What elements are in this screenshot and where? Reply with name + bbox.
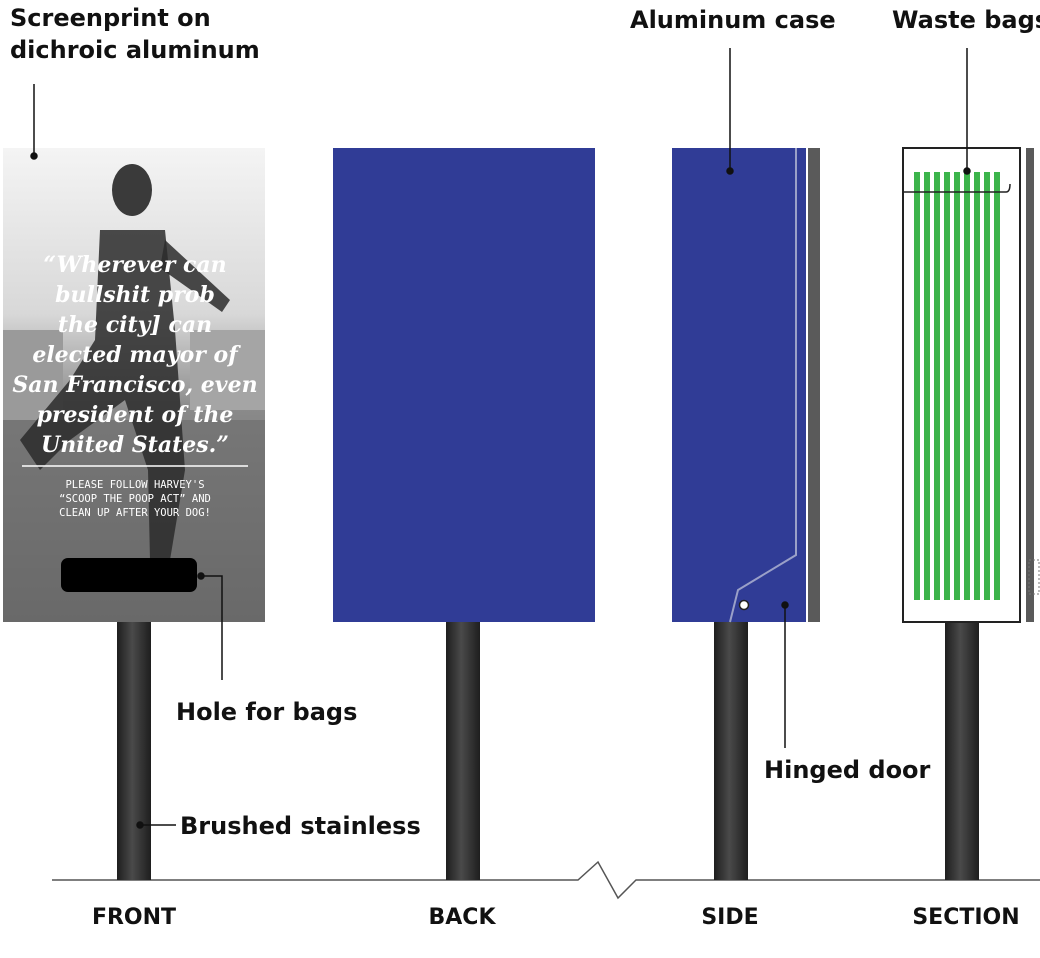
quote-line: president of the: [37, 402, 234, 428]
view-label-front: FRONT: [91, 905, 177, 930]
bag-rod: [903, 183, 1011, 193]
callout-bags: Waste bags: [892, 6, 1040, 34]
back-post: [446, 618, 480, 880]
view-label-back: BACK: [428, 905, 496, 930]
notice-line: CLEAN UP AFTER YOUR DOG!: [59, 507, 211, 519]
view-label-section: SECTION: [912, 905, 1020, 930]
hinge-screw: [738, 599, 750, 611]
side-post: [714, 618, 748, 880]
callout-screenprint-line1: Screenprint on: [10, 4, 211, 32]
quote-line: bullshit prob: [55, 282, 215, 308]
notice-line: PLEASE FOLLOW HARVEY'S: [65, 479, 204, 491]
quote-line: elected mayor of: [32, 342, 241, 368]
quote-line: United States.”: [41, 432, 229, 458]
notice-line: “SCOOP THE POOP ACT” AND: [59, 493, 211, 505]
leader-hole: [201, 575, 223, 680]
callout-screenprint-line2: dichroic aluminum: [10, 36, 260, 64]
front-panel: “Wherever can bullshit prob the city] ca…: [3, 148, 265, 622]
front-post: [117, 618, 151, 880]
view-label-side: SIDE: [701, 905, 759, 930]
section-case: [902, 147, 1040, 623]
waste-bags: [914, 172, 1000, 600]
bag-hole: [61, 558, 197, 592]
callout-case: Aluminum case: [630, 6, 836, 34]
callout-hole: Hole for bags: [176, 698, 358, 726]
quote-line: “Wherever can: [43, 252, 226, 278]
callout-screenprint: Screenprint on dichroic aluminum: [10, 2, 260, 66]
back-panel: [333, 148, 595, 622]
callout-door: Hinged door: [764, 756, 931, 784]
callout-post: Brushed stainless: [180, 812, 421, 840]
quote-line: San Francisco, even: [12, 372, 257, 398]
door-seam: [729, 148, 797, 623]
ground-line: [52, 860, 1040, 900]
side-case: [672, 148, 820, 623]
section-post: [945, 618, 979, 880]
quote-line: the city] can: [58, 312, 212, 338]
mount-bracket: [808, 148, 820, 622]
